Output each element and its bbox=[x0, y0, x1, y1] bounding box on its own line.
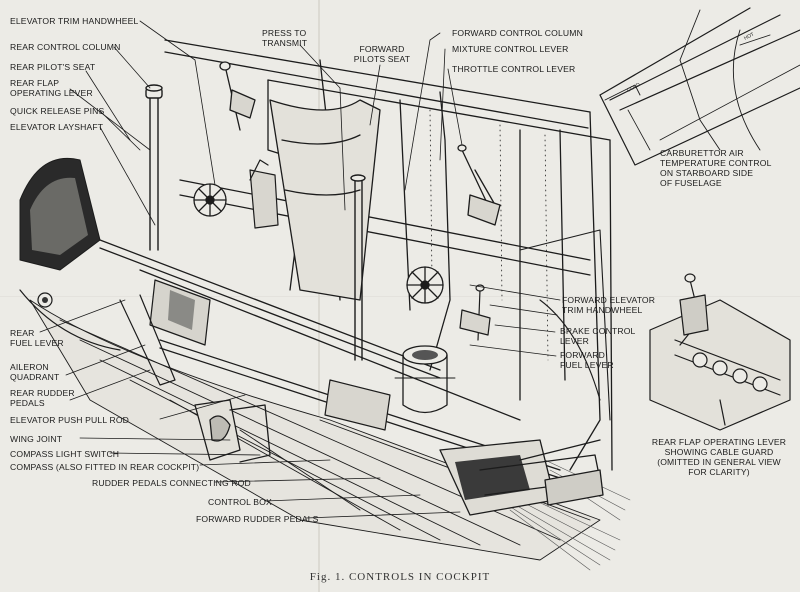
svg-text:COLD: COLD bbox=[626, 82, 641, 94]
compass bbox=[394, 345, 456, 414]
forward-control-column bbox=[350, 174, 366, 361]
label-elevator-layshaft: ELEVATOR LAYSHAFT bbox=[10, 122, 104, 132]
label-forward-fuel-lever: FORWARD FUEL LEVER bbox=[560, 350, 614, 370]
label-control-box: CONTROL BOX bbox=[208, 497, 272, 507]
label-elevator-trim-handwheel: ELEVATOR TRIM HANDWHEEL bbox=[10, 16, 139, 26]
label-wing-joint: WING JOINT bbox=[10, 434, 63, 444]
label-rear-fuel-lever: REAR FUEL LEVER bbox=[10, 328, 64, 348]
label-forward-elevator-trim-handwheel: FORWARD ELEVATOR TRIM HANDWHEEL bbox=[562, 295, 656, 315]
label-elevator-push-pull-rod: ELEVATOR PUSH PULL ROD bbox=[10, 415, 130, 425]
label-rear-flap-inset: REAR FLAP OPERATING LEVER SHOWING CABLE … bbox=[651, 437, 787, 477]
label-press-to-transmit: PRESS TO TRANSMIT bbox=[262, 28, 308, 48]
label-throttle-control-lever: THROTTLE CONTROL LEVER bbox=[452, 64, 576, 74]
label-compass: COMPASS (ALSO FITTED IN REAR COCKPIT) bbox=[10, 462, 200, 472]
label-carburettor-air: CARBURETTOR AIR TEMPERATURE CONTROL ON S… bbox=[660, 148, 772, 188]
brake-fuel-levers bbox=[459, 284, 491, 341]
rear-flap-inset bbox=[649, 273, 791, 431]
elevator-trim-handwheel bbox=[193, 183, 227, 217]
label-aileron-quadrant: AILERON QUADRANT bbox=[10, 362, 60, 382]
rear-flap-lever bbox=[219, 61, 256, 131]
control-box bbox=[324, 379, 391, 431]
rear-rudder-pedals bbox=[194, 399, 271, 463]
label-forward-rudder-pedals: FORWARD RUDDER PEDALS bbox=[196, 514, 319, 524]
label-brake-control-lever: BRAKE CONTROL LEVER bbox=[560, 326, 636, 346]
figure-caption: Fig. 1. CONTROLS IN COCKPIT bbox=[309, 571, 491, 583]
label-rudder-pedals-connecting-rod: RUDDER PEDALS CONNECTING ROD bbox=[92, 478, 251, 488]
forward-elevator-trim-handwheel bbox=[406, 266, 444, 304]
label-forward-control-column: FORWARD CONTROL COLUMN bbox=[452, 28, 583, 38]
right-side-wall bbox=[519, 229, 611, 421]
leader-lines bbox=[39, 20, 651, 519]
label-quick-release-pins: QUICK RELEASE PINS bbox=[10, 106, 105, 116]
rear-section-cutaway bbox=[19, 157, 121, 351]
svg-text:HOT: HOT bbox=[743, 32, 755, 42]
rear-pilots-seat bbox=[249, 159, 279, 229]
label-rear-rudder-pedals: REAR RUDDER PEDALS bbox=[10, 388, 75, 408]
rear-control-column bbox=[145, 84, 163, 251]
label-forward-pilots-seat: FORWARD PILOTS SEAT bbox=[353, 44, 411, 64]
label-mixture-control-lever: MIXTURE CONTROL LEVER bbox=[452, 44, 569, 54]
forward-rudder-pedals bbox=[439, 439, 604, 516]
forward-pilots-seat bbox=[269, 99, 381, 301]
frame-rivets bbox=[429, 109, 549, 361]
carburettor-inset: COLD HOT bbox=[599, 7, 800, 166]
label-rear-control-column: REAR CONTROL COLUMN bbox=[10, 42, 121, 52]
label-compass-light-switch: COMPASS LIGHT SWITCH bbox=[10, 449, 120, 459]
throttle-mixture-levers bbox=[457, 144, 501, 226]
label-rear-pilots-seat: REAR PILOT'S SEAT bbox=[10, 62, 96, 72]
paper-fold bbox=[0, 296, 800, 297]
label-rear-flap-operating-lever: REAR FLAP OPERATING LEVER bbox=[10, 78, 93, 98]
aileron-quadrant bbox=[119, 279, 211, 386]
